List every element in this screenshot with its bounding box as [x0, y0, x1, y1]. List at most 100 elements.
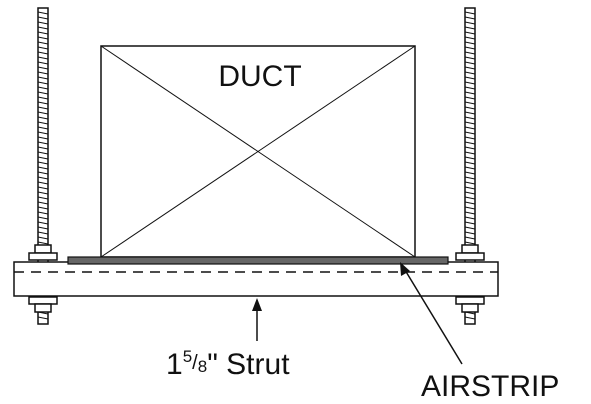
- rod-thread-left: [37, 216, 49, 220]
- rod-thread-left: [37, 201, 49, 205]
- rod-thread-right: [464, 146, 476, 150]
- rod-thread-right: [464, 21, 476, 25]
- rod-thread-right: [464, 316, 476, 320]
- rod-thread-right: [464, 216, 476, 220]
- rod-thread-right: [464, 106, 476, 110]
- rod-thread-right: [464, 31, 476, 35]
- rod-thread-left: [37, 41, 49, 45]
- rod-thread-left: [37, 16, 49, 20]
- rod-thread-right: [464, 211, 476, 215]
- rod-thread-right: [464, 101, 476, 105]
- rod-thread-left: [37, 56, 49, 60]
- rod-thread-right: [464, 131, 476, 135]
- rod-thread-right: [464, 236, 476, 240]
- strut-label: 15/8" Strut: [166, 347, 290, 381]
- rod-thread-left: [37, 226, 49, 230]
- strut-channel: [13, 261, 499, 297]
- rod-thread-right: [464, 191, 476, 195]
- rod-thread-left: [37, 26, 49, 30]
- rod-thread-right: [464, 91, 476, 95]
- rod-thread-right: [464, 136, 476, 140]
- rod-thread-right: [464, 151, 476, 155]
- rod-thread-left: [37, 31, 49, 35]
- rod-thread-right: [464, 86, 476, 90]
- strut-label-slash: /: [192, 352, 198, 374]
- nut-top-left: [28, 244, 58, 261]
- duct-label: DUCT: [218, 60, 301, 93]
- rod-thread-left: [37, 91, 49, 95]
- airstrip-leader-arrow: [400, 262, 463, 365]
- rod-thread-left: [37, 131, 49, 135]
- rod-thread-right: [464, 76, 476, 80]
- rod-thread-left: [37, 176, 49, 180]
- rod-thread-right: [464, 161, 476, 165]
- strut-label-rest: " Strut: [207, 348, 290, 381]
- rod-thread-right: [464, 51, 476, 55]
- rod-thread-left: [37, 221, 49, 225]
- rod-thread-left: [37, 81, 49, 85]
- rod-thread-left: [37, 71, 49, 75]
- strut-leader-arrow: [252, 298, 262, 341]
- rod-thread-left: [37, 171, 49, 175]
- strut-label-denominator: 8: [198, 357, 207, 376]
- rod-thread-left: [37, 236, 49, 240]
- rod-thread-left: [37, 156, 49, 160]
- airstrip-label: AIRSTRIP: [421, 370, 559, 403]
- rod-thread-right: [464, 196, 476, 200]
- rod-thread-right: [464, 221, 476, 225]
- rod-thread-left: [37, 181, 49, 185]
- rod-thread-right: [464, 156, 476, 160]
- rod-thread-right: [464, 201, 476, 205]
- rod-thread-left: [37, 186, 49, 190]
- rod-thread-left: [37, 231, 49, 235]
- rod-thread-left: [37, 161, 49, 165]
- rod-thread-right: [464, 41, 476, 45]
- rod-thread-right: [464, 176, 476, 180]
- rod-thread-left: [37, 106, 49, 110]
- rod-thread-left: [37, 191, 49, 195]
- rod-thread-left: [37, 196, 49, 200]
- rod-thread-left: [37, 96, 49, 100]
- rod-thread-left: [37, 166, 49, 170]
- rod-thread-right: [464, 81, 476, 85]
- rod-thread-left: [37, 111, 49, 115]
- rod-thread-right: [464, 226, 476, 230]
- nut-bottom-left: [28, 296, 58, 313]
- rod-thread-right: [464, 206, 476, 210]
- rod-thread-left: [37, 146, 49, 150]
- rod-thread-left: [37, 86, 49, 90]
- rod-thread-left: [37, 61, 49, 65]
- duct-box: [100, 45, 416, 258]
- rod-thread-right: [464, 126, 476, 130]
- rod-thread-left: [37, 36, 49, 40]
- rod-thread-right: [464, 231, 476, 235]
- nut-top-right: [455, 244, 485, 261]
- rod-thread-left: [37, 211, 49, 215]
- rod-thread-left: [37, 141, 49, 145]
- rod-thread-right: [464, 66, 476, 70]
- rod-thread-right: [464, 171, 476, 175]
- rod-thread-right: [464, 36, 476, 40]
- rod-thread-right: [464, 26, 476, 30]
- rod-thread-right: [464, 166, 476, 170]
- rod-thread-right: [464, 186, 476, 190]
- rod-thread-right: [464, 141, 476, 145]
- rod-thread-left: [37, 11, 49, 15]
- rod-thread-left: [37, 66, 49, 70]
- rod-thread-right: [464, 121, 476, 125]
- rod-thread-left: [37, 126, 49, 130]
- rod-thread-left: [37, 121, 49, 125]
- rod-thread-right: [464, 46, 476, 50]
- rod-thread-right: [464, 16, 476, 20]
- rod-thread-left: [37, 151, 49, 155]
- strut-label-numerator: 5: [183, 347, 192, 366]
- airstrip-band: [67, 256, 449, 265]
- nut-bottom-right: [455, 296, 485, 313]
- rod-thread-right: [464, 71, 476, 75]
- rod-thread-left: [37, 76, 49, 80]
- rod-thread-left: [37, 101, 49, 105]
- rod-thread-right: [464, 96, 476, 100]
- strut-label-whole: 1: [166, 348, 183, 381]
- rod-thread-right: [464, 56, 476, 60]
